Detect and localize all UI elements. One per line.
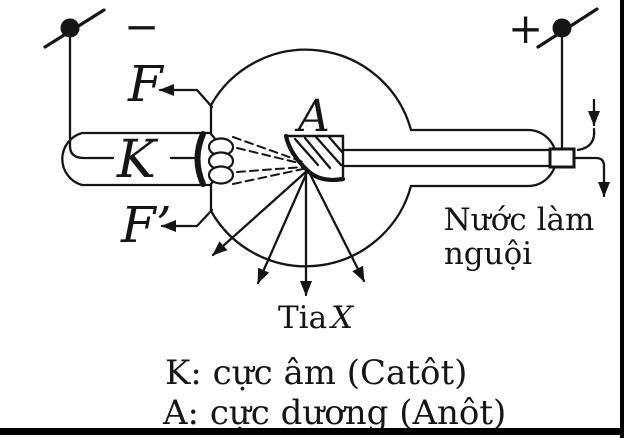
anode-target-hatching [293,135,345,170]
focus-top-leader-arrow [158,84,214,109]
electron-beam-dashes [232,136,304,185]
positive-sign-label: + [508,4,543,53]
x-ray-label-symbol: X [329,300,355,336]
anode-arm [409,128,558,188]
frame-border-bottom [0,428,624,435]
negative-terminal-icon [43,8,106,49]
glass-bulb [209,48,413,268]
focus-top-label: F [127,55,165,113]
x-ray-label: Tia X [278,300,355,336]
anode-label: A [294,91,330,142]
frame-border-right [620,0,624,438]
focus-bottom-label: F’ [120,196,172,254]
filament-coil-icon [207,137,235,185]
caption-cathode-line: K: cực âm (Catôt) [165,353,467,393]
x-ray-label-word: Tia [278,300,327,336]
positive-terminal-icon [536,7,599,49]
anode-rod [342,148,554,168]
negative-sign-label: − [124,2,159,51]
figure-caption: K: cực âm (Catôt) A: cực dương (Anôt) [162,353,506,433]
cooling-water-outlet-arrow [572,156,610,198]
cooling-water-inlet-arrow [576,98,600,152]
anode-rod-tip [548,147,576,169]
cooling-water-label: Nước làm nguội [444,202,595,272]
cooling-water-label-line1: Nước làm [444,202,595,238]
x-ray-beam-arrows [211,168,366,297]
focus-bottom-leader-arrow [160,208,214,232]
cathode-focusing-cup [194,131,206,187]
cathode-label: K [116,130,159,190]
cooling-water-label-line2: nguội [444,236,532,272]
caption-anode-line: A: cực dương (Anôt) [162,393,506,433]
cathode-wire [68,36,199,160]
